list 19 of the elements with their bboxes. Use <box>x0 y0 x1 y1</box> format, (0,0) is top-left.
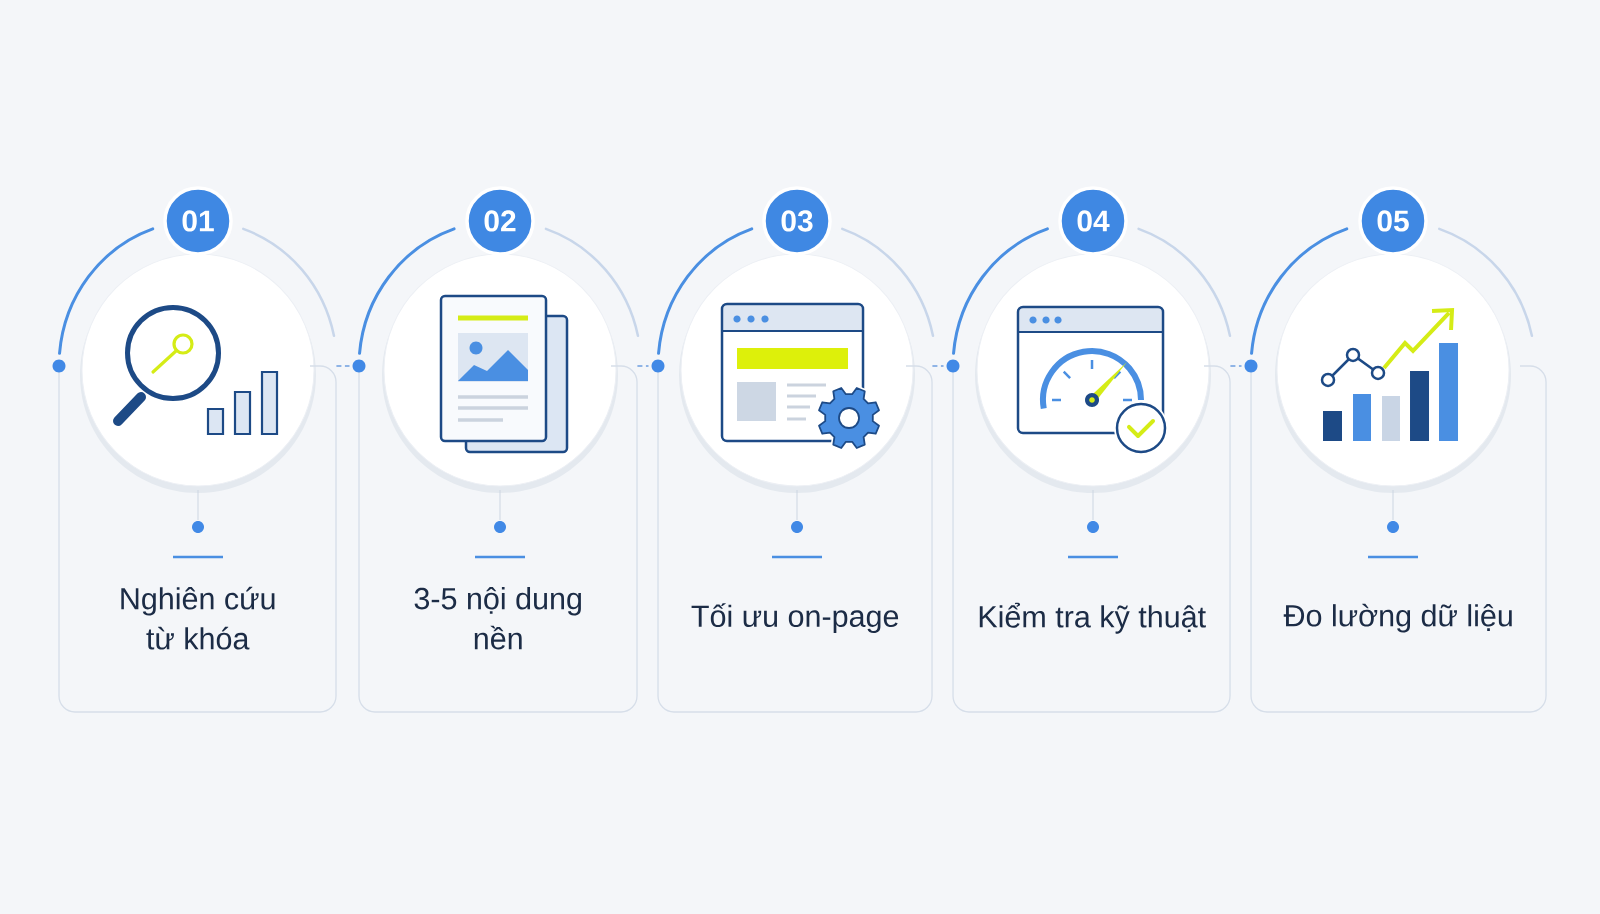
node-label: Kiểm tra kỹ thuật <box>979 602 1206 634</box>
step-card: Đo lường dữ liệu <box>1244 359 1547 713</box>
node-label: Tối ưu on-page <box>691 603 899 634</box>
number-badge: 01 <box>163 186 233 256</box>
step-card: 3-5 nội dung nền <box>352 359 638 713</box>
node-label: Đo lường dữ liệu <box>1283 603 1512 633</box>
connector-line <box>1229 365 1243 367</box>
step-card: Nghiên cứu từ khóa <box>52 359 337 713</box>
step-card: Kiểm tra kỹ thuật <box>946 359 1231 713</box>
number-badge: 05 <box>1358 186 1428 256</box>
connector-line <box>931 365 945 367</box>
connector-line <box>636 365 650 367</box>
step-card: Tối ưu on-page <box>651 359 933 713</box>
number-badge: 04 <box>1058 186 1128 256</box>
node-label: 3-5 nội dung nền <box>414 586 581 650</box>
node-label: Nghiên cứu từ khóa <box>121 586 275 650</box>
number-badge: 02 <box>465 186 535 256</box>
number-badge: 03 <box>762 186 832 256</box>
connector-line <box>335 365 351 367</box>
